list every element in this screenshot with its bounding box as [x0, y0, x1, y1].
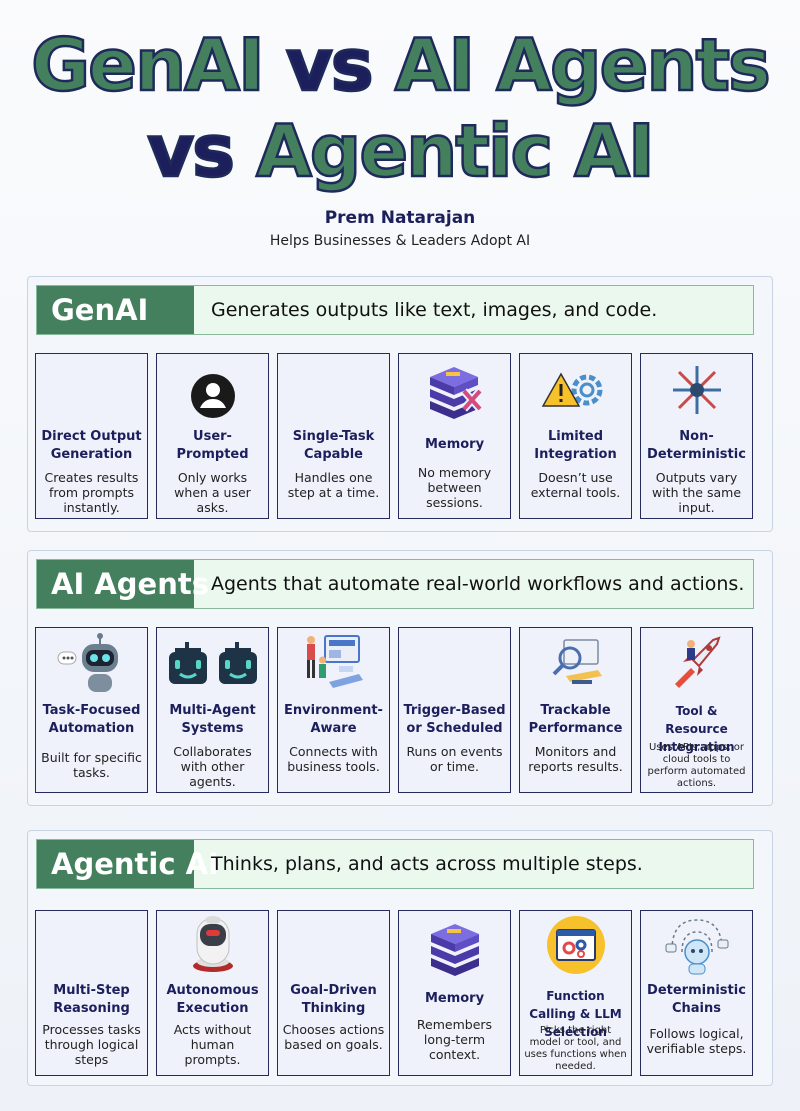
card-description: Runs on events or time.: [406, 744, 503, 774]
author-tagline: Helps Businesses & Leaders Adopt AI: [269, 233, 531, 249]
card-autonomous-execution: Autonomous Execution Acts without human …: [156, 910, 269, 1076]
environment-icon: [278, 632, 389, 692]
card-title: Memory: [424, 991, 485, 1006]
deterministic-chain-icon: [641, 915, 752, 975]
title-word: Agentic AI: [255, 108, 656, 195]
card-trackable-performance: Trackable Performance Monitors and repor…: [519, 627, 632, 793]
card-direct-output-generation: Direct Output Generation Creates results…: [35, 353, 148, 519]
section-label: GenAI: [37, 286, 194, 334]
performance-icon: [520, 634, 631, 694]
section-description: Generates outputs like text, images, and…: [211, 299, 658, 321]
card-description: Built for specific tasks.: [41, 750, 142, 780]
card-description: No memory between sessions.: [417, 465, 492, 510]
autonomous-robot-icon: [157, 913, 268, 973]
card-description: Remembers long-term context.: [416, 1017, 493, 1062]
card-description: Chooses actions based on goals.: [282, 1022, 385, 1052]
card-function-calling-and-llm-selection: Function Calling & LLM Selection Picks t…: [519, 910, 632, 1076]
card-description: Acts without human prompts.: [173, 1022, 252, 1067]
section-header: AI Agents Agents that automate real-worl…: [36, 559, 754, 609]
card-title: Non-Deterministic: [647, 429, 746, 462]
card-tool-and-resource-integration: Tool & Resource Integration Uses APIs, a…: [640, 627, 753, 793]
multi-robot-icon: [157, 636, 268, 696]
card-description: Uses APIs, apps, or cloud tools to perfo…: [647, 742, 746, 789]
card-description: Connects with business tools.: [287, 744, 380, 774]
section-label: AI Agents: [37, 560, 209, 608]
title-word: vs: [285, 22, 395, 109]
card-description: Picks the right model or tool, and uses …: [524, 1025, 627, 1072]
card-multi-step-reasoning: Multi-Step Reasoning Processes tasks thr…: [35, 910, 148, 1076]
section-header: Agentic AI Thinks, plans, and acts acros…: [36, 839, 754, 889]
author-name: Prem Natarajan: [324, 208, 476, 228]
card-title: Single-Task Capable: [292, 429, 375, 462]
card-memory: Memory No memory between sessions.: [398, 353, 511, 519]
card-title: Direct Output Generation: [41, 429, 142, 462]
title-line-1: GenAI vs AI Agents: [0, 22, 800, 109]
card-non-deterministic: Non-Deterministic Outputs vary with the …: [640, 353, 753, 519]
card-environment-aware: Environment-Aware Connects with business…: [277, 627, 390, 793]
arrows-out-icon: [641, 360, 752, 420]
title-word: vs: [146, 108, 257, 195]
card-title: Environment-Aware: [284, 703, 383, 736]
card-limited-integration: Limited Integration Doesn’t use external…: [519, 353, 632, 519]
card-description: Monitors and reports results.: [528, 744, 623, 774]
card-description: Processes tasks through logical steps: [42, 1022, 141, 1067]
card-title: Task-Focused Automation: [42, 703, 141, 736]
card-title: User-Prompted: [176, 429, 249, 462]
section-agentic-ai: Agentic AI Thinks, plans, and acts acros…: [27, 830, 773, 1086]
section-label: Agentic AI: [37, 840, 219, 888]
card-title: Multi-Step Reasoning: [53, 983, 130, 1016]
card-description: Outputs vary with the same input.: [651, 470, 742, 515]
robot-icon: [36, 633, 147, 694]
section-ai-agents: AI Agents Agents that automate real-worl…: [27, 550, 773, 806]
section-header: GenAI Generates outputs like text, image…: [36, 285, 754, 335]
card-goal-driven-thinking: Goal-Driven Thinking Chooses actions bas…: [277, 910, 390, 1076]
card-title: Trackable Performance: [528, 703, 623, 736]
warning-gear-icon: [520, 362, 631, 422]
rocket-icon: [641, 632, 752, 692]
card-single-task-capable: Single-Task Capable Handles one step at …: [277, 353, 390, 519]
card-deterministic-chains: Deterministic Chains Follows logical, ve…: [640, 910, 753, 1076]
card-description: Creates results from prompts instantly.: [44, 470, 139, 515]
card-title: Goal-Driven Thinking: [290, 983, 377, 1016]
memory-icon: [399, 919, 510, 979]
title-line-2: vs Agentic AI: [0, 108, 800, 195]
card-title: Multi-Agent Systems: [169, 703, 256, 736]
card-description: Collaborates with other agents.: [173, 744, 252, 789]
section-genai: GenAI Generates outputs like text, image…: [27, 276, 773, 532]
card-description: Handles one step at a time.: [287, 470, 380, 500]
card-description: Only works when a user asks.: [174, 470, 251, 515]
card-title: Function Calling & LLM Selection: [529, 989, 622, 1039]
function-window-icon: [520, 915, 631, 975]
card-title: Trigger-Based or Scheduled: [403, 703, 506, 736]
section-description: Agents that automate real-world workflow…: [211, 573, 745, 595]
title-word: AI Agents: [393, 22, 772, 109]
card-description: Doesn’t use external tools.: [530, 470, 621, 500]
section-description: Thinks, plans, and acts across multiple …: [211, 853, 643, 875]
card-description: Follows logical, verifiable steps.: [646, 1026, 747, 1056]
card-user-prompted: User-Prompted Only works when a user ask…: [156, 353, 269, 519]
card-title: Memory: [424, 437, 485, 452]
card-trigger-based-or-scheduled: Trigger-Based or Scheduled Runs on event…: [398, 627, 511, 793]
card-title: Tool & Resource Integration: [658, 704, 735, 754]
card-title: Autonomous Execution: [166, 983, 259, 1016]
card-multi-agent-systems: Multi-Agent Systems Collaborates with ot…: [156, 627, 269, 793]
title-word: GenAI: [30, 22, 286, 109]
memory-x-icon: [399, 362, 510, 422]
card-task-focused-automation: Task-Focused Automation Built for specif…: [35, 627, 148, 793]
user-icon: [157, 366, 268, 426]
card-title: Deterministic Chains: [647, 983, 746, 1016]
card-memory: Memory Remembers long-term context.: [398, 910, 511, 1076]
card-title: Limited Integration: [534, 429, 617, 462]
